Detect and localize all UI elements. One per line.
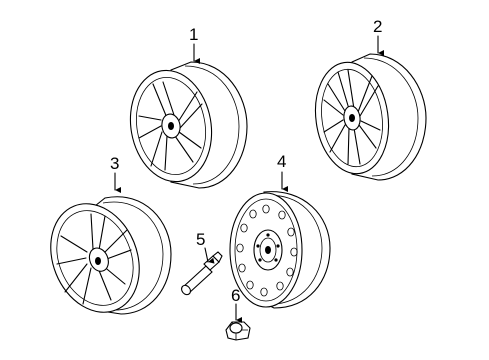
- wheel-2-spokes: [323, 69, 381, 165]
- wheel-1: [129, 61, 248, 189]
- callout-6: 6: [231, 286, 240, 305]
- valve-stem: [181, 251, 223, 296]
- wheel-4: [229, 191, 331, 309]
- callout-4: 4: [277, 152, 286, 171]
- callout-5: 5: [196, 230, 205, 249]
- wheel-4-holes: [236, 204, 298, 297]
- wheel-2: [314, 53, 427, 181]
- callout-1: 1: [189, 25, 198, 44]
- wheel-3-spokes: [56, 213, 132, 305]
- lug-nut: [225, 321, 251, 341]
- callout-3: 3: [110, 154, 119, 173]
- wheel-3: [50, 196, 172, 315]
- callout-2: 2: [373, 17, 382, 36]
- wheel-1-spokes: [138, 81, 203, 171]
